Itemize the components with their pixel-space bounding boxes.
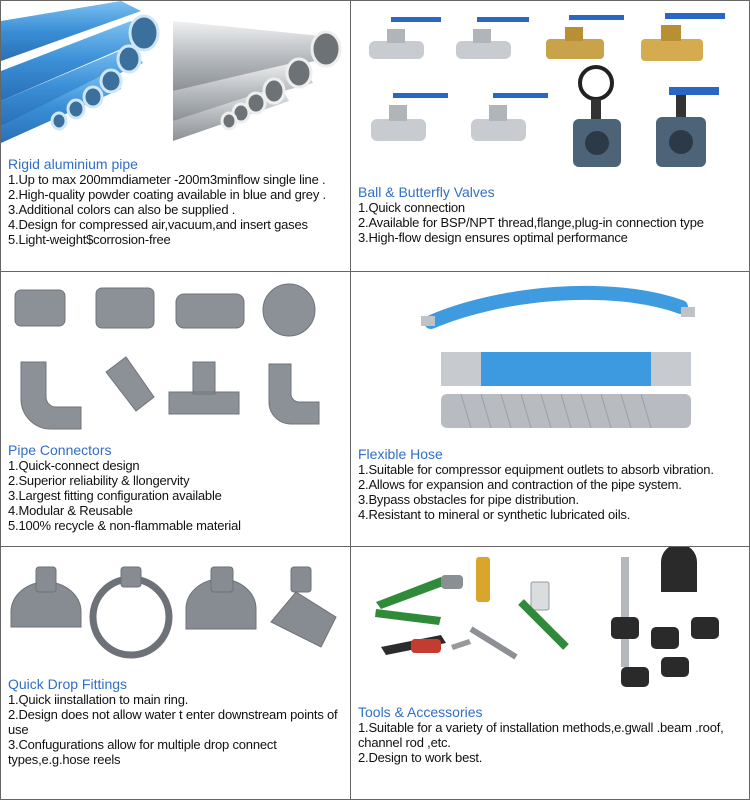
- butterfly-valve-1: [573, 65, 621, 167]
- pipe-connectors-card: Pipe Connectors 1.Quick-connect design 2…: [0, 272, 351, 547]
- drop-fitting-3: [270, 591, 337, 648]
- valve-chrome-1: [369, 17, 441, 59]
- quick-drop-photo: [10, 566, 337, 659]
- elbow-90: [20, 361, 82, 430]
- feature-list: 1.Suitable for compressor equipment outl…: [358, 462, 745, 522]
- saddle-clamp-ring: [89, 575, 173, 659]
- feature-item: 1.Quick connection: [358, 200, 465, 215]
- end-cap: [262, 283, 316, 337]
- feature-item: 2.High-quality powder coating available …: [8, 187, 326, 202]
- feature-list: 1.Quick iinstallation to main ring. 2.De…: [8, 692, 346, 767]
- feature-item: 1.Quick-connect design: [8, 458, 140, 473]
- deburr-rod: [469, 626, 518, 660]
- elbow-45: [105, 356, 155, 412]
- aluminium-pipe-card: Rigid aluminium pipe 1.Up to max 200mmdi…: [0, 0, 351, 272]
- feature-item: 1.Quick iinstallation to main ring.: [8, 692, 189, 707]
- flexible-hose-photo: [421, 285, 695, 429]
- feature-item: 3.High-flow design ensures optimal perfo…: [358, 230, 628, 245]
- grey-pipes: [173, 21, 342, 141]
- valve-chrome-2: [456, 17, 529, 59]
- feature-item: 2.Design to work best.: [358, 750, 483, 765]
- feature-item: 2.Design does not allow water t enter do…: [8, 707, 338, 737]
- section-title: Quick Drop Fittings: [8, 676, 128, 692]
- pipe-connectors-photo: [14, 283, 320, 430]
- feature-item: 5.Light-weight$corrosion-free: [8, 232, 171, 247]
- section-title: Tools & Accessories: [358, 704, 483, 720]
- flexible-hose-card: Flexible Hose 1.Suitable for compressor …: [351, 272, 750, 547]
- elbow-short: [268, 363, 320, 425]
- quick-drop-text: Quick Drop Fittings 1.Quick iinstallatio…: [8, 676, 346, 768]
- aluminium-pipe-text: Rigid aluminium pipe 1.Up to max 200mmdi…: [8, 156, 346, 248]
- feature-item: 2.Available for BSP/NPT thread,flange,pl…: [358, 215, 704, 230]
- feature-item: 2.Superior reliability & llongervity: [8, 473, 190, 488]
- deburr-tool: [518, 599, 569, 650]
- valve-chrome-3: [371, 93, 448, 141]
- valves-text: Ball & Butterfly Valves 1.Quick connecti…: [358, 184, 745, 246]
- feature-item: 3.Largest fitting configuration availabl…: [8, 488, 222, 503]
- feature-item: 1.Up to max 200mmdiameter -200m3minflow …: [8, 172, 326, 187]
- feature-item: 4.Resistant to mineral or synthetic lubr…: [358, 507, 631, 522]
- butterfly-valve-2: [656, 87, 719, 167]
- feature-item: 4.Modular & Reusable: [8, 503, 133, 518]
- aluminium-pipe-photo: [1, 1, 342, 143]
- valve-chrome-4: [471, 93, 548, 141]
- blue-pipes: [1, 1, 160, 143]
- feature-item: 3.Confugurations allow for multiple drop…: [8, 737, 277, 767]
- valve-brass-2: [641, 13, 725, 61]
- section-title: Flexible Hose: [358, 446, 443, 462]
- pipe-connectors-text: Pipe Connectors 1.Quick-connect design 2…: [8, 442, 346, 534]
- hose-blue-top: [424, 285, 688, 329]
- valves-card: Ball & Butterfly Valves 1.Quick connecti…: [351, 0, 750, 272]
- feature-list: 1.Up to max 200mmdiameter -200m3minflow …: [8, 172, 346, 247]
- feature-item: 4.Design for compressed air,vacuum,and i…: [8, 217, 308, 232]
- tools-text: Tools & Accessories 1.Suitable for a var…: [358, 704, 745, 766]
- feature-list: 1.Quick connection 2.Available for BSP/N…: [358, 200, 745, 245]
- tools-card: Tools & Accessories 1.Suitable for a var…: [351, 547, 750, 800]
- quick-drop-card: Quick Drop Fittings 1.Quick iinstallatio…: [0, 547, 351, 800]
- tape-roll: [530, 581, 550, 611]
- feature-item: 5.100% recycle & non-flammable material: [8, 518, 241, 533]
- feature-list: 1.Quick-connect design 2.Superior reliab…: [8, 458, 346, 533]
- feature-item: 1.Suitable for a variety of installation…: [358, 720, 724, 750]
- connector-union: [95, 287, 155, 329]
- connector-reducer: [175, 293, 245, 329]
- feature-list: 1.Suitable for a variety of installation…: [358, 720, 745, 765]
- valves-photo: [369, 13, 725, 167]
- section-title: Ball & Butterfly Valves: [358, 184, 495, 200]
- flexible-hose-text: Flexible Hose 1.Suitable for compressor …: [358, 446, 745, 523]
- pliers: [375, 575, 463, 625]
- feature-item: 3.Bypass obstacles for pipe distribution…: [358, 492, 579, 507]
- section-title: Rigid aluminium pipe: [8, 156, 138, 172]
- feature-item: 3.Additional colors can also be supplied…: [8, 202, 236, 217]
- brackets: [611, 547, 719, 687]
- hole-saw: [476, 557, 490, 602]
- hose-blue-middle: [441, 352, 691, 386]
- allen-key: [451, 639, 471, 650]
- feature-item: 2.Allows for expansion and contraction o…: [358, 477, 682, 492]
- section-title: Pipe Connectors: [8, 442, 112, 458]
- valve-brass-1: [546, 15, 624, 59]
- connector-straight: [14, 289, 66, 327]
- feature-item: 1.Suitable for compressor equipment outl…: [358, 462, 714, 477]
- tee: [168, 361, 240, 415]
- tools-photo: [375, 547, 719, 687]
